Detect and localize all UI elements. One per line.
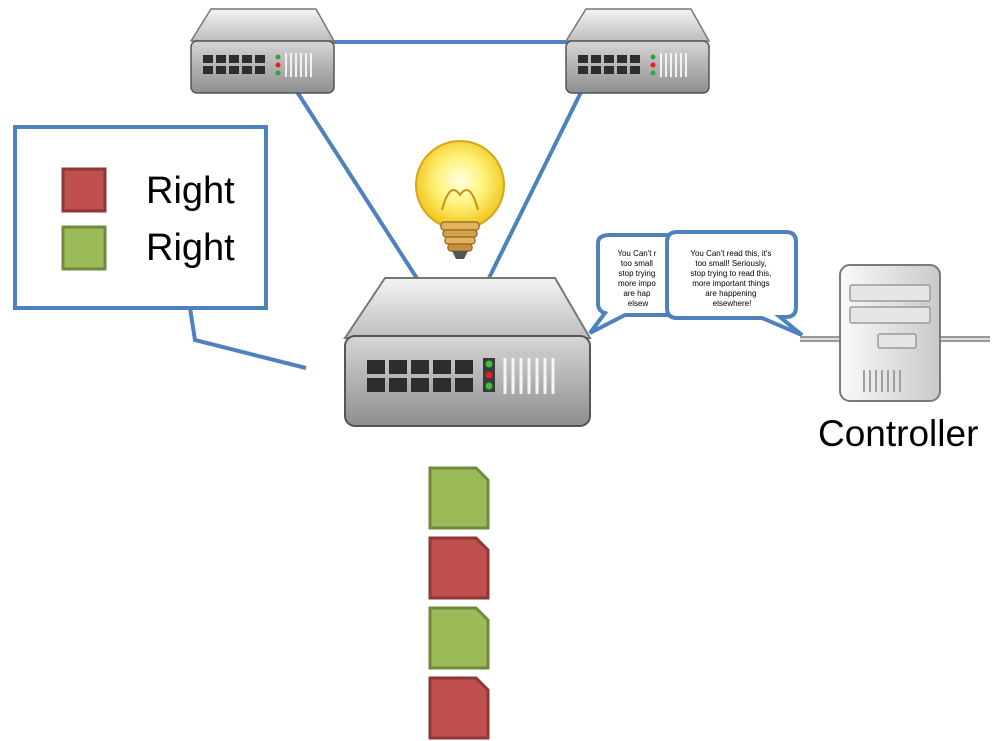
controller-label: Controller <box>818 413 978 454</box>
legend-callout: Right Right <box>13 125 307 370</box>
network-links <box>290 40 587 282</box>
lightbulb-icon <box>415 140 505 259</box>
bubble-front-line: You Can't read this, it's <box>690 249 771 258</box>
bubble-back-line: more impo <box>618 279 656 288</box>
legend-swatch-red <box>61 167 107 213</box>
packet <box>428 606 490 670</box>
message-bubble-front: You Can't read this, it's too small! Ser… <box>665 230 804 337</box>
bubble-back-line: stop trying <box>618 269 655 278</box>
bubble-front-line: elsewhere! <box>713 299 752 308</box>
network-switch-icon <box>189 8 336 94</box>
bubble-front-line: more important things <box>692 279 769 288</box>
bubble-back-line: elsew <box>628 299 649 308</box>
svg-text:You Can't read this, it's: You Can't read this, it's too small! Ser… <box>690 249 773 308</box>
network-switch-icon <box>564 8 711 94</box>
packet <box>428 676 490 740</box>
bubble-front-line: are happening <box>705 289 756 298</box>
network-switch-icon <box>343 277 592 427</box>
bubble-back-line: You Can't r <box>617 249 656 258</box>
packet <box>428 466 490 530</box>
bubble-back-line: too small <box>621 259 653 268</box>
svg-text:You Can't r too small: You Can't r too small stop trying more i… <box>617 249 658 308</box>
legend-label-green: Right <box>146 227 235 269</box>
packet <box>428 536 490 600</box>
link-right <box>486 83 587 281</box>
legend-swatch-green <box>61 225 107 271</box>
legend-label-red: Right <box>146 170 235 212</box>
bubble-back-line: are hap <box>623 289 651 298</box>
legend-box <box>13 125 268 310</box>
bubble-front-line: too small! Seriously, <box>695 259 766 268</box>
bubble-front-line: stop trying to read this, <box>690 269 771 278</box>
packet-queue <box>428 466 490 740</box>
link-left <box>290 82 420 282</box>
callout-pointer <box>188 307 307 370</box>
server-icon <box>839 264 941 402</box>
